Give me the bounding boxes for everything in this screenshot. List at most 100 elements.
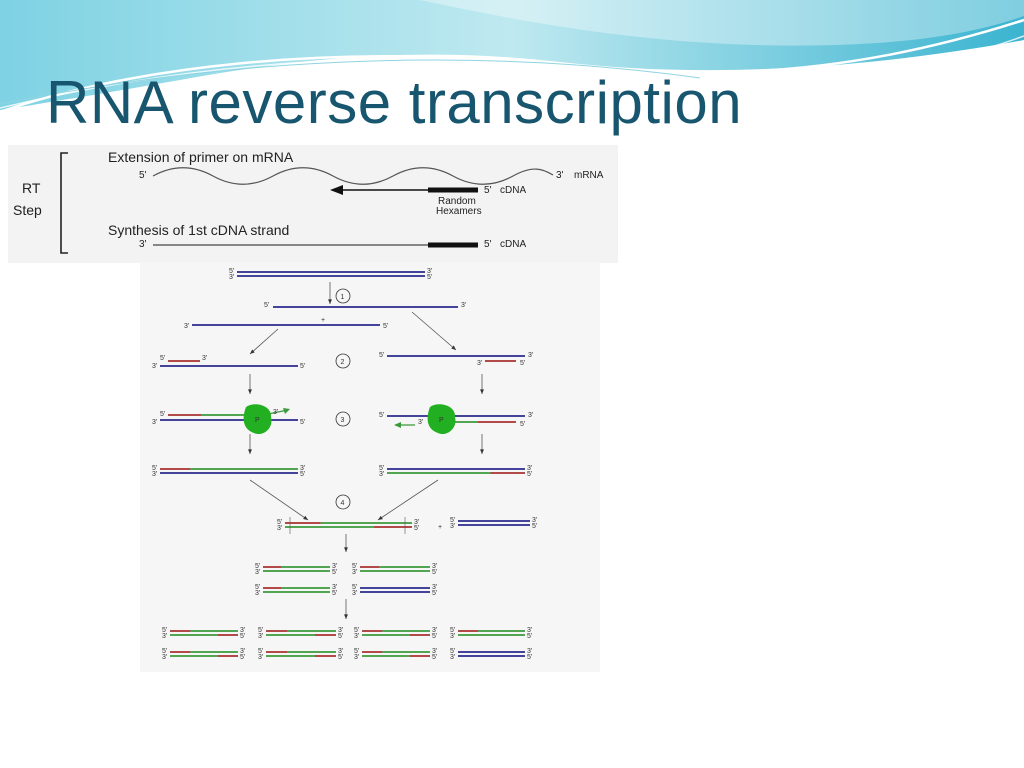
flow-arrowhead [248, 389, 252, 394]
strand-end-label: 5' [352, 584, 357, 591]
strand-end-label: 5' [277, 519, 282, 526]
rt-cdna-5-end: 5' [484, 185, 492, 196]
strand-end-label: 5' [300, 363, 305, 370]
strand-end-label: 3' [152, 363, 157, 370]
strand-end-label: 5' [162, 648, 167, 655]
strand-end-label: 5' [338, 633, 343, 640]
strand-end-label: 3' [432, 648, 437, 655]
polymerase-label: P [439, 417, 444, 424]
strand-end-label: 5' [258, 627, 263, 634]
flow-arrowhead [303, 515, 308, 520]
strand-end-label: 3' [418, 419, 423, 426]
rt-step-label-2: Step [13, 202, 42, 218]
flow-arrow-line [249, 328, 279, 355]
strand-end-label: 3' [528, 352, 533, 359]
strand-end-label: 5' [160, 411, 165, 418]
rt-step-diagram: RT Step Extension of primer on mRNA 5' 3… [8, 145, 618, 263]
strand-end-label: 3' [332, 584, 337, 591]
step-number-label: 2 [341, 359, 345, 366]
strand-end-label: 5' [532, 523, 537, 530]
strand-end-label: 3' [477, 360, 482, 367]
random-hexamers-label-2: Hexamers [436, 206, 482, 217]
strand-end-label: 3' [414, 519, 419, 526]
plus-sign: + [321, 317, 325, 324]
rt-synth-5-end: 5' [484, 239, 492, 250]
strand-end-label: 3' [338, 627, 343, 634]
strand-end-label: 5' [450, 627, 455, 634]
rt-step-label-1: RT [22, 180, 41, 196]
rt-mrna-label: mRNA [574, 170, 604, 181]
strand-end-label: 5' [450, 648, 455, 655]
rt-mrna-5-end: 5' [139, 170, 147, 181]
flow-arrow-line [377, 479, 439, 521]
strand-end-label: 3' [432, 584, 437, 591]
strand-end-label: 5' [527, 654, 532, 661]
rt-cdna-label-2: cDNA [500, 239, 526, 250]
cdna-arrowhead [330, 185, 343, 195]
strand-end-label: 5' [229, 268, 234, 275]
strand-end-label: 5' [338, 654, 343, 661]
strand-end-label: 5' [354, 627, 359, 634]
flow-arrowhead [480, 389, 484, 394]
strand-end-label: 5' [255, 584, 260, 591]
strand-end-label: 3' [461, 302, 466, 309]
flow-arrowhead [250, 349, 255, 354]
strand-end-label: 3' [202, 355, 207, 362]
strand-end-label: 5' [332, 590, 337, 597]
strand-end-label: 5' [520, 421, 525, 428]
strand-end-label: 5' [527, 471, 532, 478]
first-strand-primer [428, 242, 478, 248]
strand-end-label: 5' [152, 465, 157, 472]
strand-end-label: 3' [354, 654, 359, 661]
strand-end-label: 3' [255, 590, 260, 597]
strand-end-label: 3' [432, 627, 437, 634]
strand-end-label: 3' [258, 633, 263, 640]
strand-end-label: 5' [432, 590, 437, 597]
strand-end-label: 3' [273, 409, 278, 416]
strand-end-label: 3' [354, 633, 359, 640]
strand-end-label: 5' [379, 352, 384, 359]
strand-end-label: 3' [527, 465, 532, 472]
strand-end-label: 3' [527, 627, 532, 634]
strand-end-label: 5' [258, 648, 263, 655]
strand-end-label: 5' [427, 274, 432, 281]
strand-end-label: 5' [162, 627, 167, 634]
flow-arrow-line [411, 311, 457, 351]
strand-end-label: 3' [532, 517, 537, 524]
strand-end-label: 5' [300, 471, 305, 478]
strand-end-label: 5' [255, 563, 260, 570]
strand-end-label: 3' [379, 471, 384, 478]
extension-arrowhead [283, 408, 290, 414]
strand-end-label: 3' [162, 654, 167, 661]
strand-end-label: 3' [184, 323, 189, 330]
pcr-cycle-content: 5'3'3'5'15'3'+3'5'23'5'5'3'5'3'3'5'33'5'… [152, 268, 537, 661]
strand-end-label: 5' [379, 412, 384, 419]
polymerase-blob [243, 404, 272, 435]
strand-end-label: 5' [352, 563, 357, 570]
strand-end-label: 3' [255, 569, 260, 576]
header-wave-decoration [0, 0, 1024, 114]
rt-mrna-3-end: 3' [556, 170, 564, 181]
strand-end-label: 3' [229, 274, 234, 281]
strand-end-label: 5' [300, 419, 305, 426]
strand-end-label: 5' [332, 569, 337, 576]
polymerase-blob [427, 404, 456, 435]
strand-end-label: 3' [528, 412, 533, 419]
rt-heading-synthesis: Synthesis of 1st cDNA strand [108, 222, 289, 238]
strand-end-label: 5' [414, 525, 419, 532]
strand-end-label: 3' [152, 471, 157, 478]
flow-arrowhead [451, 345, 456, 350]
extension-arrowhead [394, 422, 401, 428]
pcr-cycle-diagram: 5'3'3'5'15'3'+3'5'23'5'5'3'5'3'3'5'33'5'… [140, 262, 600, 672]
flow-arrowhead [378, 515, 383, 520]
strand-end-label: 5' [379, 465, 384, 472]
step-number-label: 4 [341, 500, 345, 507]
step-number-circle [335, 411, 351, 427]
strand-end-label: 3' [152, 419, 157, 426]
plus-sign: + [438, 524, 442, 531]
rt-cdna-label-1: cDNA [500, 185, 526, 196]
flow-arrowhead [328, 299, 332, 304]
strand-end-label: 5' [240, 654, 245, 661]
rt-synth-3-end: 3' [139, 239, 147, 250]
